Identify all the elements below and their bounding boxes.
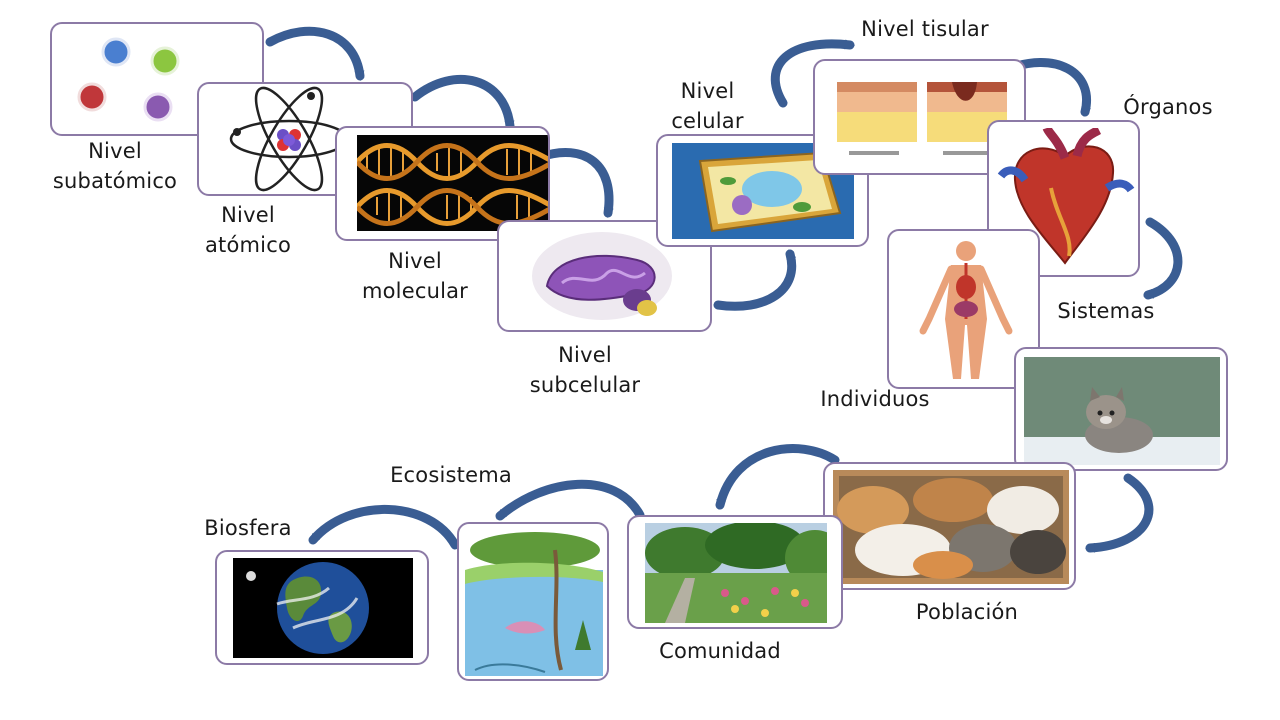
- label-subcelular-line2: subcelular: [529, 373, 641, 397]
- arrow-organos-sistemas: [1143, 217, 1183, 300]
- label-celular-line2: celular: [671, 109, 744, 133]
- label-atomico-line2: atómico: [204, 233, 292, 257]
- heart-icon: [997, 128, 1135, 265]
- arrow-celular-tisular: [770, 39, 855, 108]
- label-subatomico-line1: Nivel: [88, 139, 142, 163]
- arrow-poblacion-comunidad: [715, 444, 840, 510]
- label-biosfera: Biosfera: [192, 513, 304, 543]
- label-biosfera-line1: Biosfera: [204, 516, 292, 540]
- label-poblacion: Población: [900, 597, 1034, 627]
- label-tisular: Nivel tisular: [845, 14, 1005, 44]
- arrow-subcelular-celular: [713, 249, 797, 311]
- card-biosfera: [215, 550, 429, 665]
- label-sistemas-line1: Sistemas: [1057, 299, 1155, 323]
- label-celular-line1: Nivel: [680, 79, 735, 103]
- label-sistemas: Sistemas: [1045, 296, 1167, 326]
- label-ecosistema: Ecosistema: [376, 460, 526, 490]
- label-comunidad-line1: Comunidad: [659, 639, 781, 663]
- arrow-atomico-molecular: [410, 74, 515, 131]
- label-comunidad: Comunidad: [645, 636, 795, 666]
- card-molecular: [335, 126, 550, 241]
- dna-icon: [357, 135, 548, 231]
- card-poblacion: [823, 462, 1076, 590]
- particles-icon: [77, 37, 180, 122]
- arrow-individuos-poblacion: [1085, 473, 1154, 553]
- label-individuos-line1: Individuos: [820, 387, 930, 411]
- label-subatomico-line2: subatómico: [52, 169, 178, 193]
- arrow-molecular-subcelular: [535, 148, 614, 218]
- arrow-ecosistema-biosfera: [308, 505, 460, 550]
- label-molecular-line2: molecular: [361, 279, 469, 303]
- garden-icon: [645, 523, 827, 623]
- card-individuos: [1014, 347, 1228, 471]
- label-celular: Nivel celular: [655, 76, 760, 136]
- label-tisular-line1: Nivel tisular: [861, 17, 989, 41]
- label-organos: Órganos: [1110, 92, 1226, 122]
- human-body-icon: [919, 241, 1013, 379]
- label-atomico-line1: Nivel: [221, 203, 275, 227]
- pond-icon: [465, 530, 603, 676]
- kitten-icon: [1024, 357, 1220, 465]
- label-organos-line1: Órganos: [1123, 95, 1213, 119]
- label-subcelular-line1: Nivel: [558, 343, 612, 367]
- label-individuos: Individuos: [806, 384, 944, 414]
- cats-group-icon: [833, 470, 1069, 584]
- label-subcelular: Nivel subcelular: [500, 340, 670, 400]
- label-molecular: Nivel molecular: [340, 246, 490, 306]
- label-atomico: Nivel atómico: [178, 200, 318, 260]
- card-sistemas: [887, 229, 1040, 389]
- card-ecosistema: [457, 522, 609, 681]
- label-subatomico: Nivel subatómico: [30, 136, 200, 196]
- card-subcelular: [497, 220, 712, 332]
- label-poblacion-line1: Población: [915, 600, 1019, 624]
- earth-icon: [233, 558, 413, 658]
- arrow-comunidad-ecosistema: [495, 479, 645, 521]
- card-comunidad: [627, 515, 843, 629]
- mitochondria-icon: [532, 232, 672, 320]
- arrow-subatomico-atomico: [265, 26, 365, 81]
- label-molecular-line1: Nivel: [388, 249, 442, 273]
- label-ecosistema-line1: Ecosistema: [390, 463, 512, 487]
